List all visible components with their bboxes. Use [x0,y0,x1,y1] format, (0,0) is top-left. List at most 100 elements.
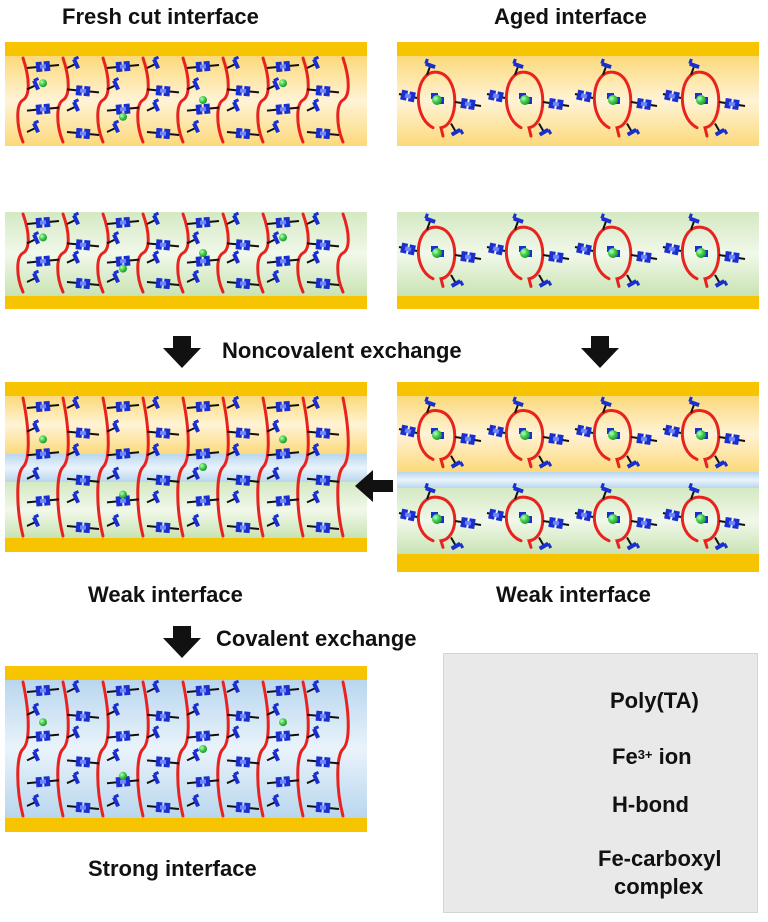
fe-carboxyl-complex [519,93,532,105]
fe-carboxyl-complex [431,93,444,105]
label-noncovalent-exchange: Noncovalent exchange [222,338,462,363]
poly-ta-chain [216,56,230,144]
h-bond [66,756,100,768]
legend-label-h-bond: H-bond [612,792,689,817]
h-bond [266,448,300,460]
fe-carboxyl-complex [431,428,444,440]
poly-ta-chain [96,680,110,818]
fe-ion [520,95,530,105]
poly-ta-chain [136,212,150,294]
poly-ta-loop [505,495,545,549]
h-bond [266,684,300,697]
substrate-strong-bottom [5,818,367,832]
h-bond [146,756,180,768]
h-bond [66,474,100,486]
fe-ion [696,95,706,105]
h-bond [398,424,418,438]
h-bond [398,242,418,256]
network-weak-left [16,395,350,538]
h-bond [662,424,682,438]
poly-ta-chain [256,396,270,538]
h-bond [454,516,482,530]
poly-ta-chain [296,680,310,818]
down-arrow-icon [163,336,201,368]
network-aged-top [398,58,746,138]
poly-ta-loop [417,495,457,549]
poly-ta-chain [336,680,350,818]
poly-ta-chain [256,680,270,818]
h-bond [574,89,594,103]
poly-ta-chain [136,680,150,818]
h-bond [26,448,60,460]
h-bond [574,242,594,256]
h-bond [186,684,220,697]
h-bond [306,756,340,768]
fe-carboxyl-complex [431,246,444,258]
poly-ta-chain [256,56,270,144]
h-bond [146,710,180,722]
legend-label-fe-carboxyl-line1: Fe-carboxyl [598,846,722,871]
h-bond [306,521,340,534]
poly-ta-chain [296,212,310,294]
fe-ion [39,718,47,727]
poly-ta-chain [16,56,30,144]
poly-ta-loop [417,70,457,138]
h-bond [454,97,482,111]
fe-carboxyl-complex [519,428,532,440]
h-bond [630,516,658,530]
fe-ion [39,79,47,88]
h-bond [66,127,100,140]
fe-ion [199,249,207,257]
h-bond [146,127,180,140]
poly-ta-loop [593,70,633,138]
poly-ta-chain [96,396,110,538]
network-weak-right-bottom [398,482,746,551]
h-bond [26,103,60,115]
h-bond [454,250,482,264]
h-bond [306,127,340,140]
left-arrow-icon [355,470,393,502]
fe-ion [432,514,442,524]
fe-ion [199,463,207,471]
h-bond [66,801,100,814]
h-bond [630,432,658,446]
h-bond [266,495,300,507]
fe-ion [199,96,207,104]
fe-carboxyl-complex [607,428,620,440]
h-bond [146,239,180,251]
fe-carboxyl-complex [607,93,620,105]
polymer-networks [16,55,746,818]
h-bond [574,508,594,522]
poly-ta-chain [16,680,30,818]
poly-ta-loop [505,70,545,138]
h-bond [486,424,506,438]
process-arrows [163,336,619,658]
poly-ta-loop [505,409,545,469]
h-bond [454,432,482,446]
fe-ion [119,490,127,499]
h-bond [226,239,260,251]
label-fresh-cut-interface: Fresh cut interface [62,4,259,29]
poly-ta-chain [176,680,190,818]
h-bond [186,255,220,267]
h-bond [146,427,180,439]
poly-ta-loop [681,495,721,549]
fe-ion [520,430,530,440]
h-bond [266,400,300,413]
h-bond [26,216,60,229]
h-bond [574,424,594,438]
h-bond [486,508,506,522]
poly-ta-loop [417,225,457,288]
poly-ta-loop [681,409,721,469]
fe-ion [432,248,442,258]
poly-ta-chain [336,212,350,294]
poly-ta-chain [176,56,190,144]
fe-ion [608,95,618,105]
h-bond [106,60,140,73]
fe-ion [39,435,47,444]
fe-ion [279,435,287,444]
poly-ta-chain [296,396,310,538]
h-bond [106,684,140,697]
h-bond [266,103,300,115]
h-bond [186,730,220,742]
